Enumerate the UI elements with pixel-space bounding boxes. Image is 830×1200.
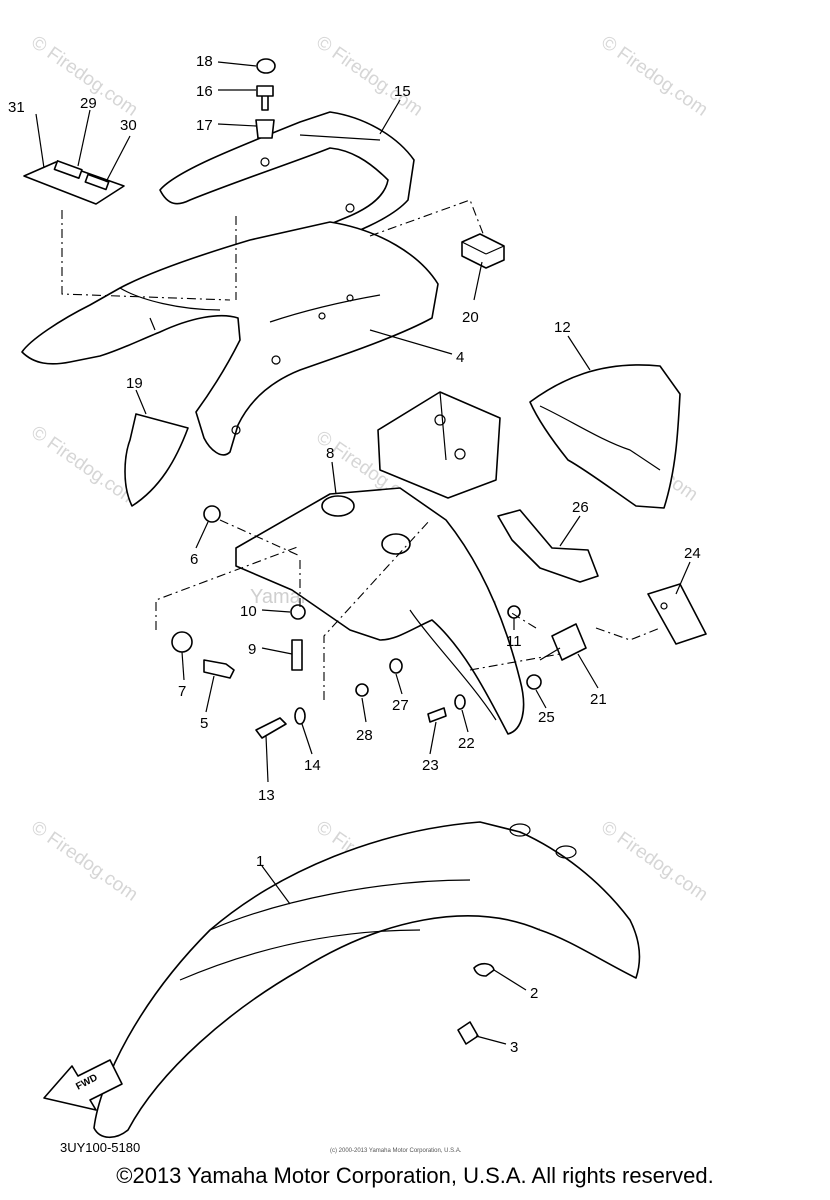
- part-fender-support: [235, 487, 525, 735]
- callout-1: 1: [256, 853, 264, 870]
- part-taillight-bracket: [377, 391, 501, 499]
- callout-20: 20: [462, 309, 479, 326]
- callout-2: 2: [530, 985, 538, 1002]
- part-reflector: [647, 583, 707, 645]
- part-cap-bolt-collar: [255, 58, 276, 139]
- callout-9: 9: [248, 641, 256, 658]
- callout-3: 3: [510, 1039, 518, 1056]
- callout-14: 14: [304, 757, 321, 774]
- callout-6: 6: [190, 551, 198, 568]
- leader-lines: [35, 61, 691, 1045]
- small-copyright: (c) 2000-2013 Yamaha Motor Corporation, …: [330, 1148, 462, 1154]
- callout-19: 19: [126, 375, 143, 392]
- callout-18: 18: [196, 53, 213, 70]
- callout-8: 8: [326, 445, 334, 462]
- callout-29: 29: [80, 95, 97, 112]
- watermark: © Firedog.com: [597, 32, 711, 121]
- callout-30: 30: [120, 117, 137, 134]
- part-rear-cover: [21, 221, 439, 456]
- diagram-code: 3UY100-5180: [60, 1140, 140, 1155]
- part-plate-bracket: [497, 509, 599, 583]
- callout-numbers: 1 2 3 4 5 6 7 8 9 10 11 12 13 14 15 16 1…: [8, 53, 701, 1056]
- callout-15: 15: [394, 83, 411, 100]
- callout-5: 5: [200, 715, 208, 732]
- callout-21: 21: [590, 691, 607, 708]
- watermark: © Firedog.com: [312, 32, 426, 121]
- callout-13: 13: [258, 787, 275, 804]
- part-reflector-bracket: [539, 623, 587, 661]
- fwd-arrow: FWD: [43, 1059, 123, 1111]
- callout-4: 4: [456, 349, 464, 366]
- callout-7: 7: [178, 683, 186, 700]
- callout-26: 26: [572, 499, 589, 516]
- callout-11: 11: [506, 633, 522, 650]
- part-damper-block: [461, 233, 505, 269]
- callout-27: 27: [392, 697, 409, 714]
- callout-25: 25: [538, 709, 555, 726]
- callout-12: 12: [554, 319, 571, 336]
- callout-10: 10: [240, 603, 257, 620]
- assembly-lines: [61, 199, 661, 700]
- callout-22: 22: [458, 735, 475, 752]
- part-fender-flap: [529, 364, 681, 509]
- callout-16: 16: [196, 83, 213, 100]
- part-decal-set: [23, 160, 125, 205]
- callout-28: 28: [356, 727, 373, 744]
- watermark: © Firedog.com: [597, 817, 711, 906]
- part-front-fender: [93, 821, 641, 1139]
- callout-23: 23: [422, 757, 439, 774]
- small-fasteners: [171, 505, 542, 1045]
- watermark: © Firedog.com: [27, 817, 141, 906]
- callout-24: 24: [684, 545, 701, 562]
- callout-17: 17: [196, 117, 213, 134]
- copyright-notice: ©2013 Yamaha Motor Corporation, U.S.A. A…: [116, 1163, 714, 1188]
- part-mud-flap: [124, 413, 189, 507]
- callout-31: 31: [8, 99, 25, 116]
